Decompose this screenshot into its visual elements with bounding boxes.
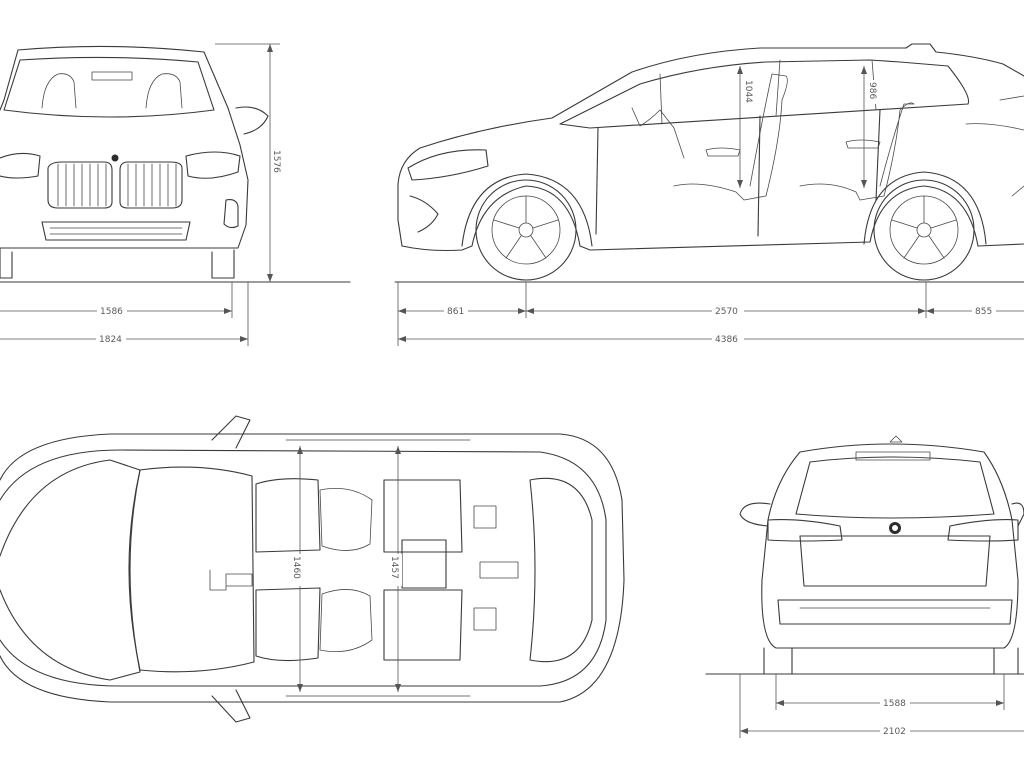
front-view: 1576 1586 1824 [0, 43, 351, 346]
rear-bumper [777, 599, 1013, 625]
front-width-label: 1824 [99, 335, 122, 345]
top-roof-rails [285, 439, 471, 697]
rear-tailgate [799, 535, 991, 587]
side-rear-tyre [873, 179, 975, 281]
front-rear-mirror [91, 71, 133, 81]
top-front-headrest-right [319, 589, 373, 653]
side-rear-seat [799, 102, 915, 201]
side-headlight [407, 149, 489, 181]
front-seat-left [41, 73, 77, 109]
front-seat-right [145, 73, 183, 109]
front-shoulder-label: 1460 [291, 556, 301, 579]
top-rear-seat-left [383, 479, 463, 553]
front-lower-intake [41, 221, 191, 241]
front-tyre-left [0, 247, 13, 279]
top-windscreen [128, 466, 255, 673]
side-front-seat [673, 73, 788, 201]
side-front-handle [705, 147, 741, 157]
rear-width-label: 2102 [883, 727, 906, 737]
front-grille-slats [57, 163, 177, 207]
side-rear-spokes [891, 195, 957, 259]
side-body-bottom [401, 185, 1024, 252]
height-label: 1576 [271, 150, 281, 173]
front-grille-left [47, 161, 113, 209]
front-headlight-right [185, 151, 241, 179]
front-intake-mesh [49, 227, 183, 235]
front-windscreen [3, 56, 215, 118]
top-hood [0, 459, 141, 681]
top-inner-outline [0, 449, 607, 687]
rear-mirror-left [739, 502, 771, 527]
rear-overhang-label: 855 [975, 307, 992, 317]
front-overhang-label: 861 [447, 307, 464, 317]
front-body-outline [0, 45, 249, 249]
front-body-left-edge [0, 49, 19, 111]
top-body-outline [0, 433, 625, 703]
side-rear-reflector [1011, 185, 1024, 197]
top-front-seat-right [255, 587, 321, 662]
side-front-spokes [493, 195, 559, 259]
rear-headroom-label: 986 [867, 82, 877, 99]
top-front-headrest-left [319, 487, 373, 551]
front-grille-right [119, 161, 183, 209]
side-taillight [965, 95, 1024, 131]
side-front-intake [409, 195, 439, 233]
rear-antenna [889, 435, 903, 443]
front-tyre-right [211, 249, 235, 279]
top-mirror-lower [211, 689, 251, 723]
rear-shoulder-label: 1457 [389, 556, 399, 579]
rear-tyre-left [763, 647, 793, 675]
top-dashboard-console [209, 569, 253, 591]
side-front-tyre [475, 179, 577, 281]
top-mirror-upper [211, 415, 251, 449]
rear-tyre-right [993, 647, 1019, 675]
side-dim-extensions [397, 282, 927, 346]
rear-track-label: 1588 [883, 699, 906, 709]
top-front-seat-left [255, 478, 321, 553]
front-dim-extensions [231, 282, 249, 346]
top-rear-armrest [401, 539, 447, 589]
length-label: 4386 [715, 335, 738, 345]
front-side-mirror [235, 106, 269, 135]
front-badge [111, 154, 119, 162]
top-rear-headrests [473, 505, 519, 631]
top-view: 1460 1457 [0, 415, 625, 723]
top-rear-seat-right [383, 589, 463, 661]
side-steering-wheel [631, 107, 685, 159]
rear-view: 1588 2102 [705, 435, 1024, 738]
top-rear-window [529, 477, 593, 663]
wheelbase-label: 2570 [715, 307, 738, 317]
side-rear-handle [845, 139, 881, 149]
front-fog-light [223, 199, 239, 229]
side-front-arch [461, 173, 593, 247]
rear-body-outline [761, 443, 1019, 649]
front-track-label: 1586 [100, 307, 123, 317]
rear-window [795, 456, 995, 519]
rear-dim-extensions [739, 674, 1005, 738]
front-headroom-label: 1044 [743, 80, 753, 103]
rear-spoiler-light [855, 451, 931, 461]
rear-taillight-left [767, 519, 843, 542]
side-view: 1044 986 861 2570 855 4386 [394, 43, 1024, 346]
rear-taillight-right [947, 519, 1019, 542]
side-door-cuts [595, 109, 881, 237]
side-greenhouse [559, 59, 970, 129]
side-body-top [397, 43, 1024, 247]
front-headlight-left [0, 152, 41, 179]
side-rear-arch [863, 171, 987, 245]
